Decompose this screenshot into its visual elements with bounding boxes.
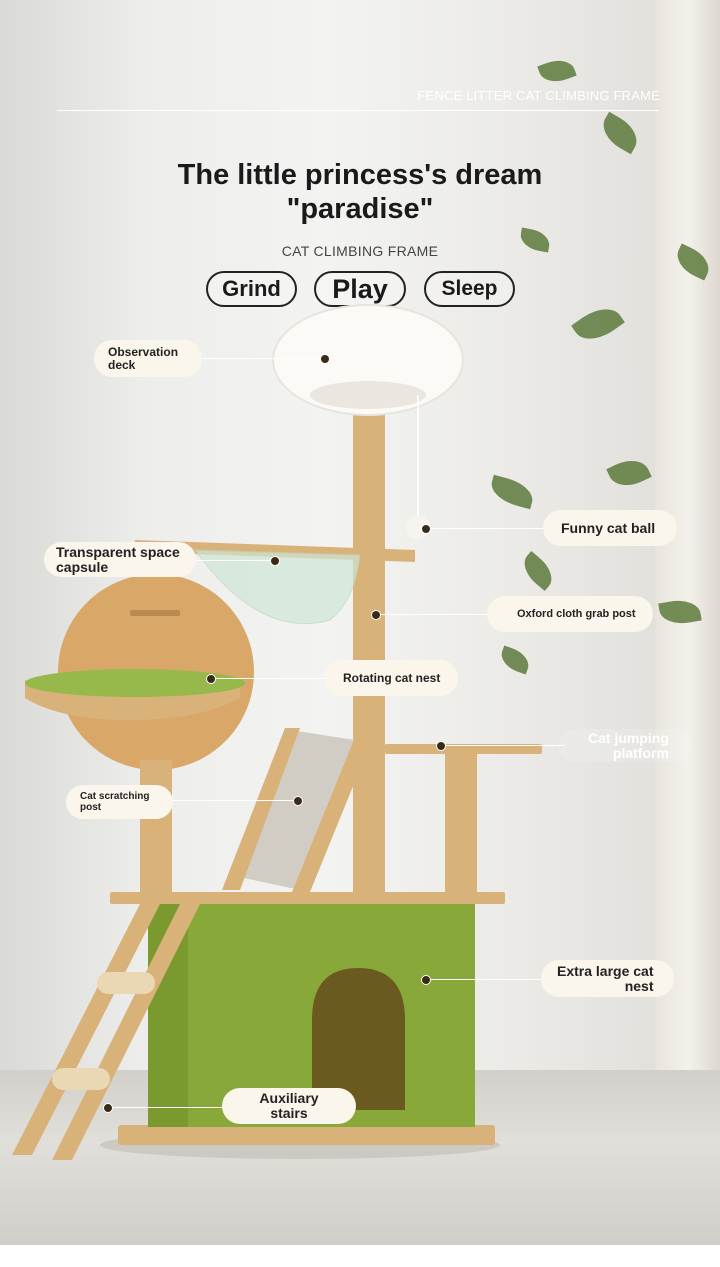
callout-text: platform [612,744,669,761]
space-capsule [193,549,361,625]
callout-text: Auxiliary [259,1090,319,1106]
ladder-rail-left [12,904,160,1155]
callout-text: Transparent space [56,543,180,560]
callout-dot [270,556,280,566]
leader-line [198,358,324,359]
jump-platform-post [445,752,477,895]
ramp-rail-right [292,720,380,892]
tag-sleep: Sleep [424,271,515,307]
scratching-post [140,760,172,895]
jump-platform [385,744,542,754]
ramp-rail-left [222,728,300,890]
callout-text: deck [108,357,136,372]
leaf [518,227,552,253]
hammock-cushion [25,669,245,697]
callout-text: Observation [108,344,179,359]
headline-line-1: The little princess's dream [177,159,543,191]
callout-dot [320,354,330,364]
scratch-board [230,730,355,890]
header-rule [57,110,659,111]
cushion-underside [310,381,426,409]
leaf [596,111,644,155]
top-caption: FENCE LITTER CAT CLIMBING FRAME [417,88,660,103]
hammock-frame [25,680,240,720]
ladder-rung [52,1068,110,1090]
bottom-margin [0,1245,720,1267]
tag-play: Play [314,271,406,307]
callout-dot [421,524,431,534]
cat-tree-illustration [12,304,542,1160]
base-board [118,1125,495,1145]
callout-text: Cat scratching [80,791,150,802]
leader-line [190,560,274,561]
callout-text: Extra large cat [557,962,654,979]
callout-dot [103,1103,113,1113]
leader-line [375,614,490,615]
callout-funny-cat-ball: Funny cat ball [543,510,677,546]
callout-rotating-nest: Rotating cat nest [324,660,458,696]
main-post [353,390,385,895]
leader-line [170,800,298,801]
callout-dot [206,674,216,684]
headline: The little princess's dream "paradise" [110,158,610,226]
leader-line [210,678,328,679]
nest-door [312,968,405,1110]
leaf [537,54,577,88]
subheading: CAT CLIMBING FRAME [281,243,439,259]
headline-line-2: "paradise" [286,193,434,225]
ladder-rail-right [52,904,200,1160]
leader-line [440,745,565,746]
callout-text: stairs [270,1105,308,1121]
callout-dot [371,610,381,620]
callout-dot [421,975,431,985]
tag-grind: Grind [206,271,297,307]
callout-text: nest [624,977,654,994]
callout-text: Cat jumping [588,729,669,746]
board-handle [130,610,180,616]
callout-grab-post: Oxford cloth grab post [487,596,653,632]
leader-line [107,1107,227,1108]
callout-dot [436,741,446,751]
callout-text: post [80,802,102,813]
leader-line [425,528,550,529]
callout-text: capsule [56,558,109,575]
callout-dot [293,796,303,806]
ladder-rung [97,972,155,994]
nest-roof-board [110,892,505,904]
leader-line [425,979,545,980]
